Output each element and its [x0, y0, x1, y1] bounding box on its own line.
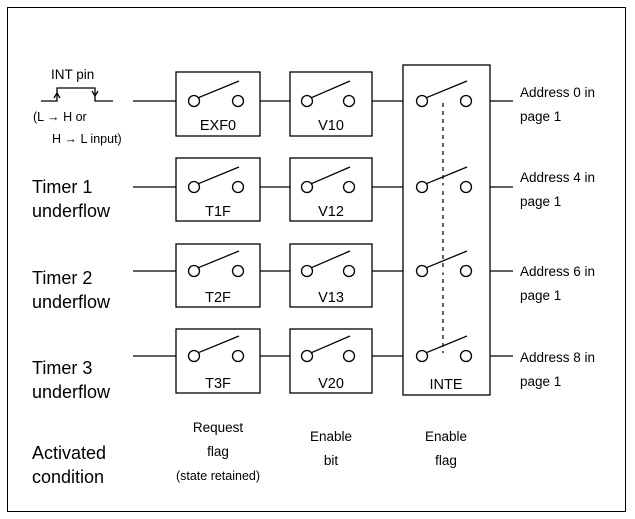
dest-label: Address 8 in — [520, 350, 595, 365]
dest-label-page: page 1 — [520, 109, 561, 124]
enable-bit-label: V12 — [318, 204, 344, 220]
dest-label: Address 6 in — [520, 264, 595, 279]
dest-label: Address 0 in — [520, 85, 595, 100]
int-pin-source: INT pin (L → H or H → L input) — [33, 67, 122, 146]
enable-bit-label: V13 — [318, 290, 344, 306]
caption-request: Request — [193, 420, 244, 435]
caption-enable-flag-2: flag — [435, 453, 457, 468]
enable-flag-column: INTE — [402, 64, 491, 396]
inte-switch — [415, 250, 473, 278]
enable-bit-switch — [300, 335, 356, 363]
caption-condition: condition — [32, 467, 104, 487]
column-captions: Activated condition Request flag (state … — [32, 420, 467, 487]
enable-bit-switch — [300, 80, 356, 108]
enable-bit-switch — [300, 250, 356, 278]
source-labels: Timer 1 underflow Timer 2 underflow Time… — [32, 177, 111, 402]
source-label-timer1-underflow: underflow — [32, 201, 111, 221]
inte-box — [402, 64, 491, 396]
request-flag-switch — [187, 250, 245, 278]
destination-labels: Address 0 in page 1 Address 4 in page 1 … — [520, 85, 595, 389]
caption-state-retained: (state retained) — [176, 469, 260, 483]
int-note-line2: H → L input) — [52, 132, 122, 146]
request-flag-switch — [187, 335, 245, 363]
caption-enable-bit-2: bit — [324, 453, 339, 468]
source-label-timer3: Timer 3 — [32, 358, 92, 378]
switch-contacts — [187, 80, 473, 363]
request-flag-switch — [187, 166, 245, 194]
request-flag-box — [175, 328, 261, 394]
enable-bit-label: V20 — [318, 376, 344, 392]
caption-flag: flag — [207, 444, 229, 459]
falling-edge-arrow-icon — [91, 90, 99, 97]
source-label-timer2-underflow: underflow — [32, 292, 111, 312]
source-label-timer3-underflow: underflow — [32, 382, 111, 402]
request-flag-label: T2F — [205, 290, 231, 306]
caption-enable-bit-1: Enable — [310, 429, 352, 444]
dest-label-page: page 1 — [520, 288, 561, 303]
inte-switch — [415, 166, 473, 194]
caption-enable-flag-1: Enable — [425, 429, 467, 444]
enable-bit-switch — [300, 166, 356, 194]
source-label-timer1: Timer 1 — [32, 177, 92, 197]
request-flag-label: T1F — [205, 204, 231, 220]
dest-label-page: page 1 — [520, 374, 561, 389]
caption-activated: Activated — [32, 443, 106, 463]
dest-label-page: page 1 — [520, 194, 561, 209]
inte-switch — [415, 335, 473, 363]
inte-label: INTE — [429, 377, 462, 393]
request-flag-switch — [187, 80, 245, 108]
enable-bit-label: V10 — [318, 118, 344, 134]
int-pulse-waveform — [41, 87, 113, 102]
request-flag-box — [175, 157, 261, 222]
request-flag-label: T3F — [205, 376, 231, 392]
int-pin-label: INT pin — [51, 67, 94, 82]
dest-label: Address 4 in — [520, 170, 595, 185]
request-flag-label: EXF0 — [200, 118, 236, 134]
int-note-line1: (L → H or — [33, 110, 87, 124]
source-label-timer2: Timer 2 — [32, 268, 92, 288]
inte-switch — [415, 80, 473, 108]
rising-edge-arrow-icon — [53, 92, 61, 99]
